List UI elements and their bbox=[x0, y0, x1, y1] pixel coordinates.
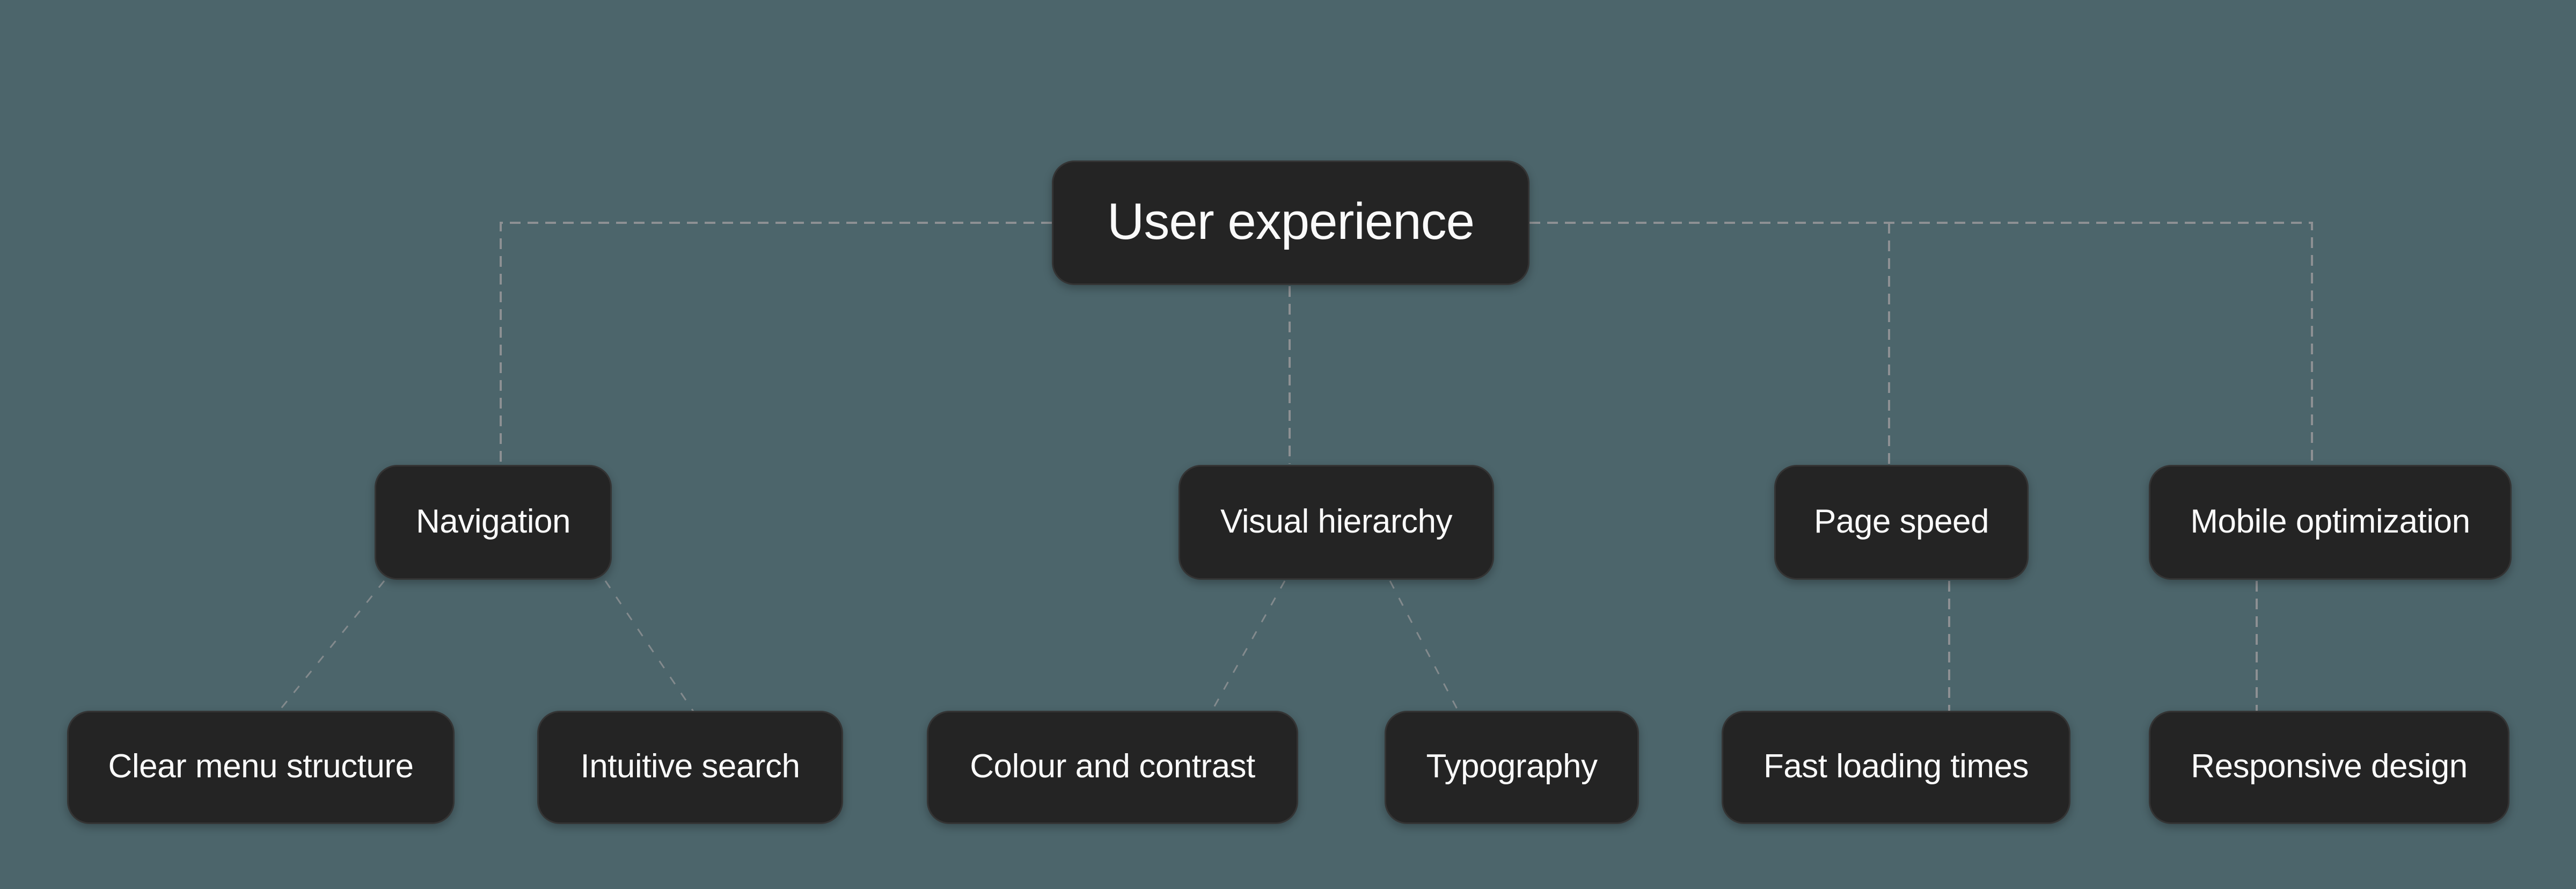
node-user-experience[interactable]: User experience bbox=[1052, 161, 1529, 285]
node-label: Colour and contrast bbox=[970, 748, 1255, 785]
connector-visual-hierarchy-to-typography bbox=[1389, 580, 1460, 713]
node-label: Fast loading times bbox=[1763, 748, 2029, 785]
connector-navigation-to-intuitive-search bbox=[604, 580, 696, 713]
node-responsive-design[interactable]: Responsive design bbox=[2149, 711, 2509, 824]
node-page-speed[interactable]: Page speed bbox=[1774, 465, 2029, 580]
node-label: Mobile optimization bbox=[2190, 502, 2470, 540]
node-colour-and-contrast[interactable]: Colour and contrast bbox=[927, 711, 1298, 824]
connector-root-to-navigation bbox=[500, 222, 1052, 464]
node-visual-hierarchy[interactable]: Visual hierarchy bbox=[1179, 465, 1494, 580]
node-fast-loading-times[interactable]: Fast loading times bbox=[1722, 711, 2070, 824]
connector-root-to-mobile-optimization bbox=[1529, 222, 2313, 464]
node-navigation[interactable]: Navigation bbox=[375, 465, 612, 580]
node-label: Visual hierarchy bbox=[1220, 502, 1452, 540]
connector-visual-hierarchy-to-colour-and-contrast bbox=[1210, 580, 1286, 713]
connector-navigation-to-clear-menu-structure bbox=[276, 580, 385, 713]
node-label: Intuitive search bbox=[580, 748, 801, 785]
node-label: User experience bbox=[1107, 193, 1475, 250]
node-label: Typography bbox=[1426, 748, 1598, 785]
node-label: Responsive design bbox=[2191, 748, 2468, 785]
node-clear-menu-structure[interactable]: Clear menu structure bbox=[67, 711, 455, 824]
node-label: Navigation bbox=[416, 502, 570, 540]
node-intuitive-search[interactable]: Intuitive search bbox=[537, 711, 843, 824]
node-mobile-optimization[interactable]: Mobile optimization bbox=[2149, 465, 2512, 580]
node-typography[interactable]: Typography bbox=[1385, 711, 1639, 824]
node-label: Page speed bbox=[1814, 502, 1989, 540]
node-label: Clear menu structure bbox=[108, 748, 414, 785]
